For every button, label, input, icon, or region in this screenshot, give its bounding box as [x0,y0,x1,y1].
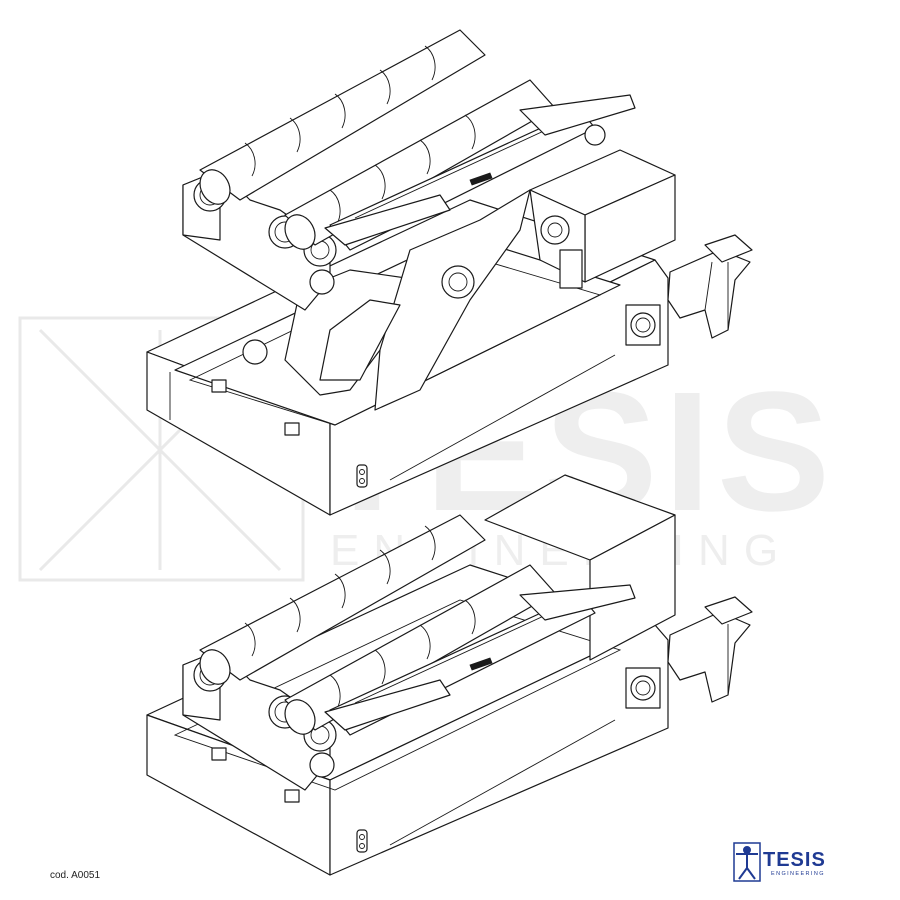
logo-frame [733,842,761,882]
logo-subword: ENGINEERING [771,871,825,877]
drawing-code-label: cod. A0051 [50,870,101,881]
machine-lowered [146,474,753,876]
logo-figure-icon [736,846,758,880]
roller-rear-lowered [199,514,486,685]
pivot-arms [324,94,636,246]
upper-carriage [182,169,337,311]
side-stand-lowered [667,596,753,703]
roller-rear [199,29,486,205]
connector-panel [625,304,661,346]
upper-carriage-lowered [182,649,337,791]
motor-box [529,149,676,289]
logo-word: TESIS [763,849,826,871]
side-stand [667,234,753,339]
connector-panel-lowered [625,667,661,709]
tesis-logo: TESIS ENGINEERING [733,842,826,882]
machine-raised [146,29,753,516]
pivot-arms-lowered [324,584,636,731]
motor-box-lowered [484,474,676,661]
scissor-lift [242,189,531,411]
